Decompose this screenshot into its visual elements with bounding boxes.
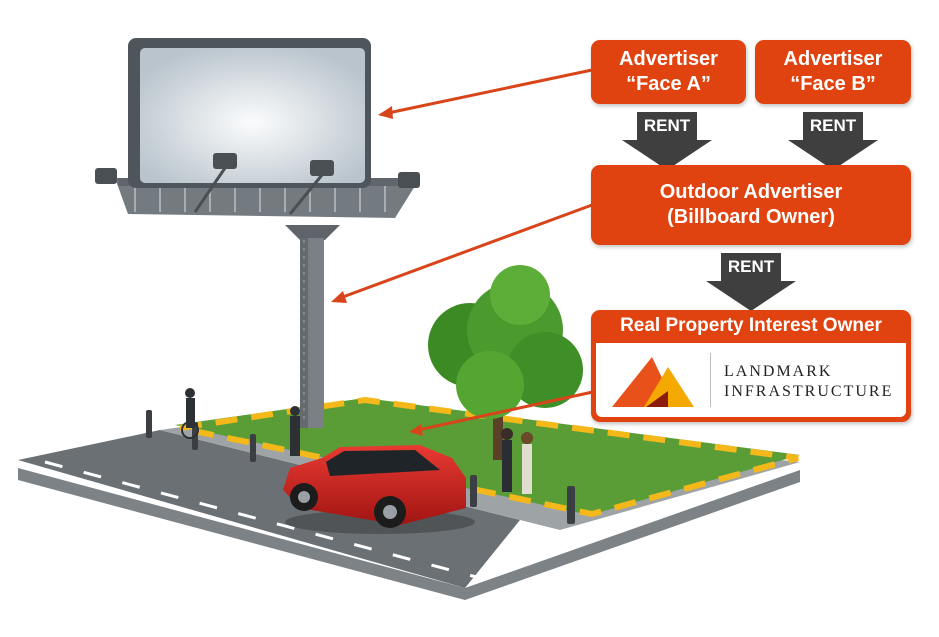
outdoor-advertiser-box: Outdoor Advertiser (Billboard Owner)	[591, 165, 911, 245]
rent-arrow-a: RENT	[622, 112, 712, 170]
advertiser-b-line1: Advertiser	[783, 48, 883, 70]
landmark-logo-panel: LANDMARK INFRASTRUCTURE	[596, 343, 906, 417]
real-property-owner-title: Real Property Interest Owner	[620, 315, 882, 336]
logo-text-infrastructure: INFRASTRUCTURE	[724, 383, 894, 400]
road-lane-dashes	[44, 460, 481, 580]
logo-divider	[710, 353, 711, 407]
billboard-structure	[95, 38, 420, 428]
advertiser-face-a-box: Advertiser “Face A”	[591, 40, 746, 104]
rent-arrow-owner-label: RENT	[727, 257, 775, 276]
pointer-lines	[331, 68, 603, 436]
advertiser-a-line1: Advertiser	[619, 48, 718, 70]
outdoor-advertiser-line1: Outdoor Advertiser	[659, 181, 843, 203]
ground-slab-side	[18, 468, 800, 600]
outdoor-advertiser-line2: (Billboard Owner)	[667, 206, 835, 228]
advertiser-face-b-box: Advertiser “Face B”	[755, 40, 911, 104]
red-car	[283, 445, 475, 534]
rent-arrow-a-label: RENT	[643, 116, 691, 135]
rent-arrow-b: RENT	[788, 112, 878, 170]
grass-lawn	[175, 398, 800, 515]
logo-text-landmark: LANDMARK	[724, 363, 833, 380]
rent-arrow-owner: RENT	[706, 253, 796, 311]
advertiser-b-line2: “Face B”	[790, 73, 876, 95]
rent-arrow-b-label: RENT	[809, 116, 857, 135]
pedestrians	[181, 388, 533, 494]
tree	[428, 265, 583, 460]
advertiser-a-line2: “Face A”	[626, 73, 711, 95]
landmark-logo-icon	[612, 357, 694, 407]
real-property-owner-box: Real Property Interest Owner LANDMARK IN…	[591, 310, 911, 422]
road-surface	[18, 430, 520, 588]
